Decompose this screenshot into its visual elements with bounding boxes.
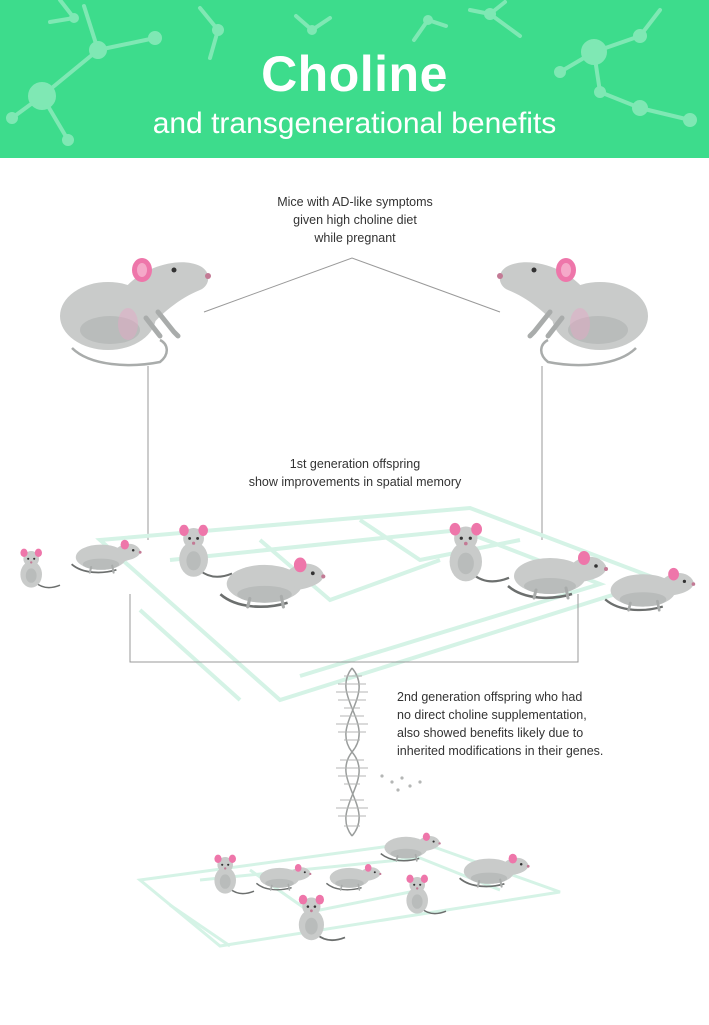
gen2-mouse-4 bbox=[379, 831, 442, 862]
caption-line: Mice with AD-like symptoms bbox=[277, 195, 433, 209]
header-banner: Choline and transgenerational benefits bbox=[0, 0, 709, 158]
caption-line: no direct choline supplementation, bbox=[397, 708, 587, 722]
maze-gen1 bbox=[95, 505, 667, 703]
gen1-connector bbox=[129, 594, 579, 663]
parent-connector bbox=[147, 257, 543, 540]
caption-line: also showed benefits likely due to bbox=[397, 726, 584, 740]
gen1-mouse-3 bbox=[178, 523, 234, 578]
parent-mouse-left bbox=[60, 258, 211, 365]
caption-line: given high choline diet bbox=[293, 213, 417, 227]
caption-line: while pregnant bbox=[314, 231, 396, 245]
caption-line: 2nd generation offspring who had bbox=[397, 690, 583, 704]
caption-line: show improvements in spatial memory bbox=[248, 475, 462, 489]
molecule-background bbox=[0, 0, 709, 158]
gen2-mouse-5 bbox=[405, 873, 447, 915]
dna-helix-icon bbox=[336, 667, 422, 837]
gen1-mouse-1 bbox=[19, 547, 61, 589]
molecule-icon bbox=[6, 0, 697, 146]
gen1-mouse-6 bbox=[506, 549, 610, 600]
gen2-mouse-2 bbox=[255, 863, 313, 891]
gen1-mouse-5 bbox=[448, 521, 511, 583]
page-title: Choline bbox=[261, 46, 448, 102]
maze-gen2 bbox=[136, 840, 561, 948]
caption-line: 1st generation offspring bbox=[289, 457, 421, 471]
page-subtitle: and transgenerational benefits bbox=[152, 107, 557, 140]
caption-gen2: 2nd generation offspring who had no dire… bbox=[397, 688, 687, 760]
parent-mouse-right bbox=[497, 258, 648, 365]
gen2-mouse-7 bbox=[297, 893, 346, 942]
header-background bbox=[0, 0, 709, 158]
caption-line: inherited modifications in their genes. bbox=[397, 744, 604, 758]
caption-parents: Mice with AD-like symptoms given high ch… bbox=[200, 193, 510, 247]
gen1-mouse-4 bbox=[218, 555, 327, 609]
caption-gen1: 1st generation offspring show improvemen… bbox=[180, 455, 530, 491]
